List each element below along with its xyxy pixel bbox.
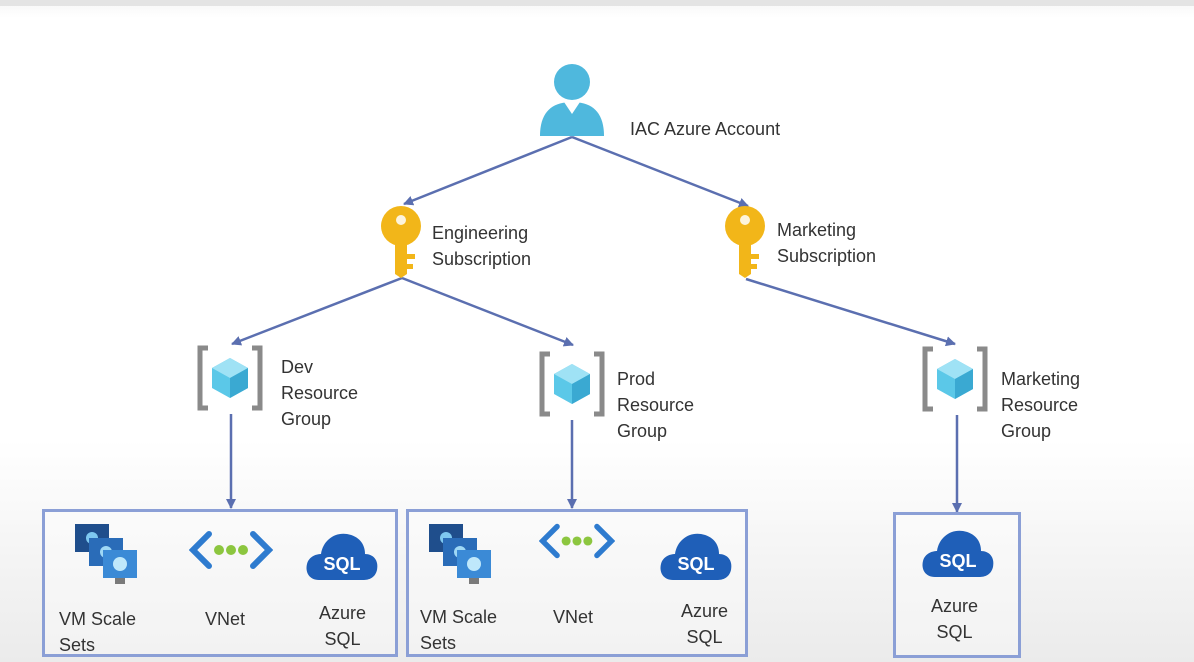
azure-sql-icon: SQL	[306, 533, 378, 580]
vm-scale-sets-icon	[429, 524, 491, 584]
marketing-resource-group-node	[919, 345, 991, 413]
prod-resource-group-node	[536, 350, 608, 418]
vm-scale-sets-label: VM Scale Sets	[420, 607, 498, 653]
azure-sql-icon: SQL	[660, 533, 732, 580]
vm-scale-sets-resource	[73, 522, 145, 586]
dev-resource-group-label: Dev Resource Group	[281, 357, 359, 429]
engineering-subscription-node	[377, 206, 425, 278]
key-icon	[725, 206, 765, 278]
resource-group-icon	[539, 351, 605, 417]
edge-account-marketing	[571, 135, 749, 208]
prod-resources-box: VM Scale Sets VNet SQL Azure SQL	[406, 509, 748, 657]
vm-scale-sets-label: VM Scale Sets	[59, 609, 137, 655]
svg-text:SQL: SQL	[323, 554, 360, 574]
svg-text:SQL: SQL	[939, 551, 976, 571]
user-icon	[540, 64, 604, 136]
account-label: IAC Azure Account	[630, 119, 781, 139]
svg-text:SQL: SQL	[677, 554, 714, 574]
resource-group-icon	[197, 345, 263, 411]
vm-scale-sets-icon	[75, 524, 137, 584]
azure-sql-label: Azure SQL	[931, 596, 979, 642]
vnet-icon	[538, 523, 616, 559]
vnet-resource	[538, 522, 616, 560]
edge-engineering-dev	[231, 276, 403, 346]
dev-resource-group-node	[194, 344, 266, 412]
marketing-subscription-label: Marketing Subscription	[777, 220, 877, 266]
vnet-label: VNet	[553, 607, 594, 627]
vnet-icon	[188, 531, 274, 569]
azure-sql-label: Azure SQL	[319, 603, 367, 649]
vnet-resource	[188, 530, 274, 570]
edge-account-engineering	[403, 135, 573, 206]
azure-sql-resource: SQL	[659, 530, 733, 584]
dev-resources-box: VM Scale Sets VNet SQL Azure SQL	[42, 509, 398, 657]
top-bar	[0, 0, 1194, 6]
marketing-resource-group-label: Marketing Resource Group	[1001, 369, 1081, 441]
edge-marketing-sub-rg	[745, 277, 956, 347]
azure-sql-resource: SQL	[305, 530, 379, 584]
azure-sql-label: Azure SQL	[681, 601, 729, 647]
engineering-subscription-label: Engineering Subscription	[432, 223, 532, 269]
key-icon	[381, 206, 421, 278]
edge-engineering-prod	[401, 276, 574, 347]
vnet-label: VNet	[205, 609, 246, 629]
account-node	[536, 62, 608, 138]
azure-sql-icon: SQL	[922, 530, 994, 577]
marketing-resources-box: SQL Azure SQL	[893, 512, 1021, 658]
azure-sql-resource: SQL	[921, 527, 995, 581]
resource-group-icon	[922, 346, 988, 412]
prod-resource-group-label: Prod Resource Group	[617, 369, 695, 441]
marketing-subscription-node	[721, 206, 769, 278]
vm-scale-sets-resource	[427, 522, 499, 586]
